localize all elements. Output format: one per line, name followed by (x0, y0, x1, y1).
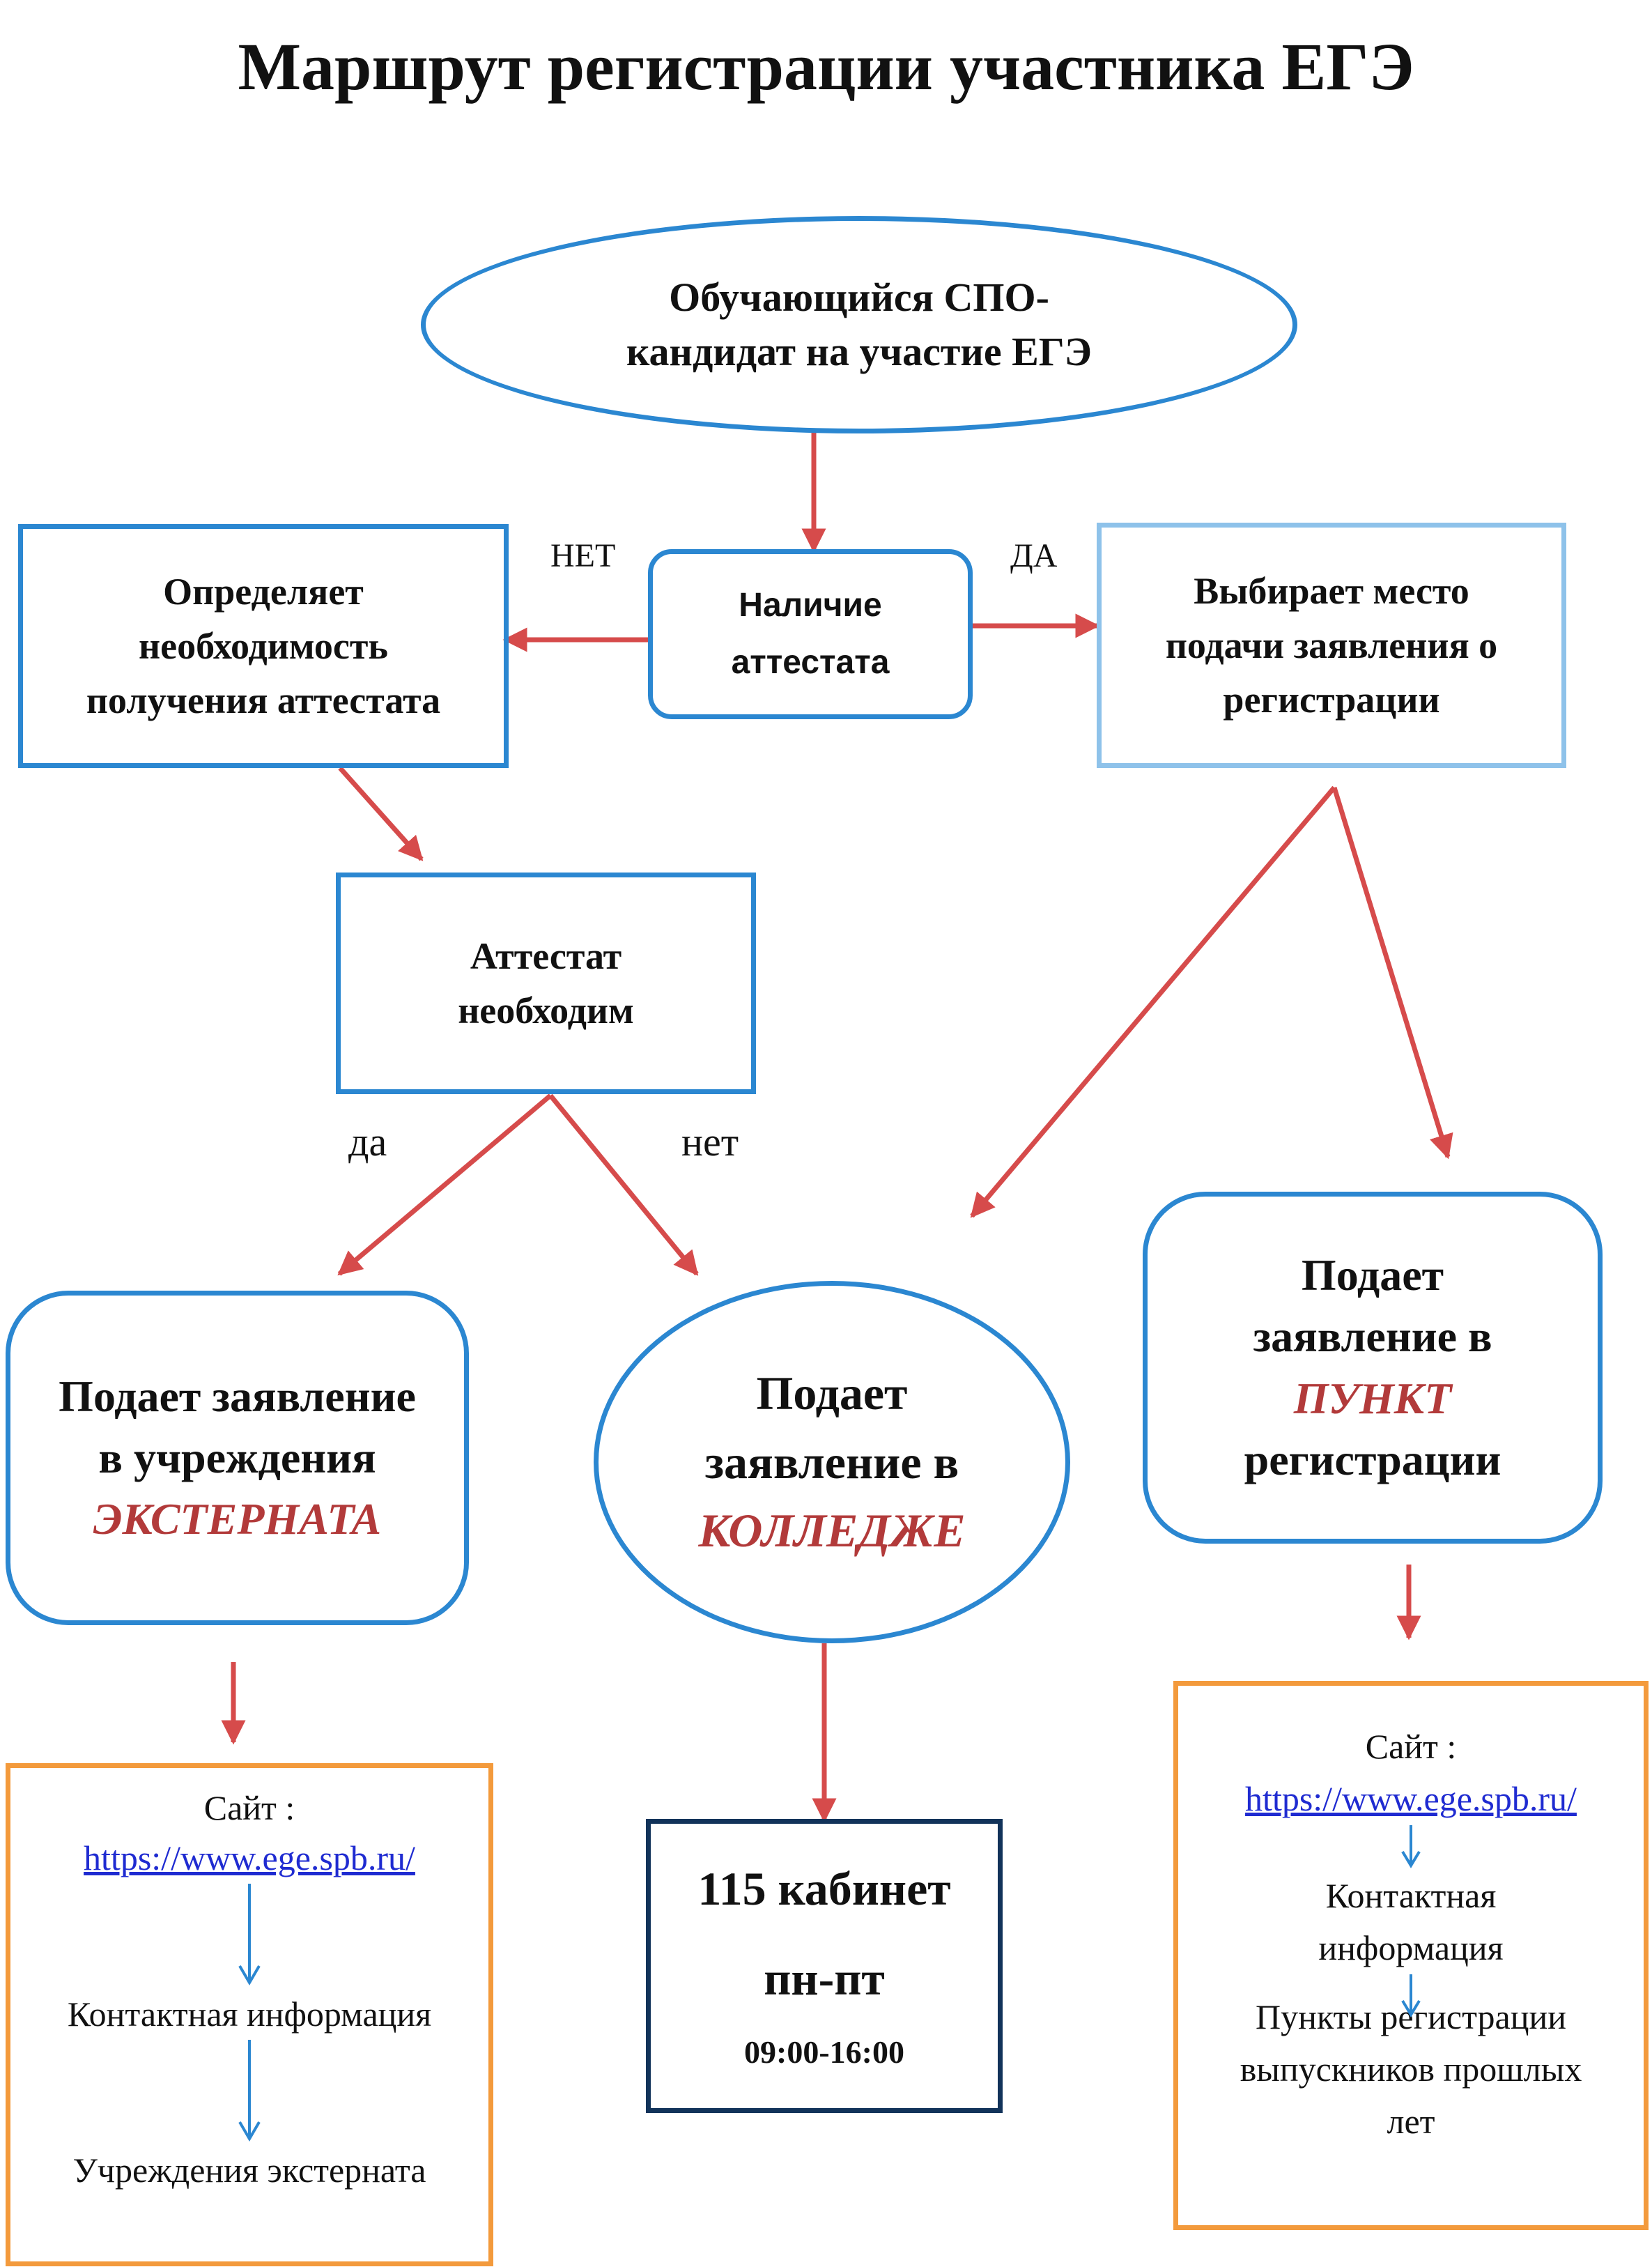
extern-highlight: ЭКСТЕРНАТА (93, 1494, 382, 1544)
start-node: Обучающийся СПО- кандидат на участие ЕГЭ (421, 216, 1297, 433)
choose-place-box: Выбирает место подачи заявления о регист… (1097, 523, 1566, 768)
college-days: пн-пт (764, 1952, 885, 2006)
punkt-line-1: Подает (1301, 1250, 1444, 1300)
need-line-1: Аттестат (470, 935, 622, 977)
down-arrow-icon (1401, 1974, 1421, 2018)
decision-line-2: аттестата (731, 644, 890, 681)
arrow-left-to-need (338, 766, 424, 861)
apply-college-node: Подает заявление в КОЛЛЕДЖЕ (594, 1281, 1070, 1643)
down-arrow-icon (238, 1884, 261, 1985)
arrow-need-to-extern (337, 1093, 553, 1276)
college-room-box: 115 кабинет пн-пт 09:00-16:00 (646, 1819, 1003, 2113)
down-arrow-icon (1401, 1825, 1421, 1868)
arrow-need-to-college (548, 1093, 699, 1276)
attestat-needed-box: Аттестат необходим (336, 873, 756, 1094)
left-line-3: получения аттестата (86, 679, 441, 722)
left-line-2: необходимость (139, 624, 388, 667)
apply-extern-box: Подает заявление в учреждения ЭКСТЕРНАТА (6, 1291, 469, 1625)
college-line-2: заявление в (704, 1435, 959, 1489)
punkt-line-2: заявление в (1253, 1312, 1492, 1362)
punkt-site-link[interactable]: https://www.ege.spb.ru/ (1245, 1779, 1577, 1818)
label-no-lower: нет (681, 1119, 739, 1165)
need-line-2: необходим (458, 990, 634, 1031)
extern-line-2: в учреждения (98, 1432, 376, 1482)
college-line-1: Подает (756, 1367, 908, 1420)
start-line-1: Обучающийся СПО- (669, 274, 1049, 320)
college-highlight: КОЛЛЕДЖЕ (698, 1504, 966, 1558)
punkt-step-1-line-2: информация (1318, 1928, 1504, 1967)
decision-attestat: Наличие аттестата (648, 549, 973, 719)
punkt-step-2-line-2: выпускников прошлых (1240, 2050, 1582, 2089)
punkt-info-box: Сайт : https://www.ege.spb.ru/ Контактна… (1173, 1681, 1649, 2230)
page-title: Маршрут регистрации участника ЕГЭ (238, 29, 1414, 104)
left-line-1: Определяет (163, 570, 364, 613)
extern-site-label: Сайт : (203, 1788, 295, 1827)
right-line-1: Выбирает место (1194, 569, 1469, 612)
label-no-upper: НЕТ (550, 537, 616, 574)
right-line-2: подачи заявления о (1165, 624, 1498, 666)
down-arrow-icon (238, 2040, 261, 2142)
arrow-right-to-punkt (1331, 786, 1453, 1160)
apply-punkt-box: Подает заявление в ПУНКТ регистрации (1143, 1192, 1603, 1544)
extern-step-2: Учреждения экстерната (72, 2151, 426, 2190)
label-yes-upper: ДА (1010, 537, 1058, 574)
punkt-step-1-line-1: Контактная (1325, 1876, 1497, 1915)
punkt-line-4: регистрации (1244, 1434, 1502, 1484)
decision-line-1: Наличие (739, 587, 882, 624)
extern-site-link[interactable]: https://www.ege.spb.ru/ (84, 1838, 415, 1877)
extern-info-box: Сайт : https://www.ege.spb.ru/ Контактна… (6, 1763, 493, 2266)
extern-line-1: Подает заявление (59, 1371, 416, 1421)
punkt-site-label: Сайт : (1365, 1727, 1457, 1766)
extern-step-1: Контактная информация (67, 1995, 432, 2034)
college-hours: 09:00-16:00 (744, 2034, 904, 2070)
arrow-right-to-college (970, 785, 1336, 1218)
start-line-2: кандидат на участие ЕГЭ (626, 329, 1092, 374)
punkt-highlight: ПУНКТ (1293, 1373, 1452, 1423)
punkt-step-2-line-3: лет (1387, 2102, 1435, 2141)
right-line-3: регистрации (1223, 679, 1440, 721)
label-yes-lower: да (348, 1119, 387, 1165)
college-room: 115 кабинет (697, 1861, 951, 1915)
determine-need-box: Определяет необходимость получения аттес… (18, 524, 509, 768)
